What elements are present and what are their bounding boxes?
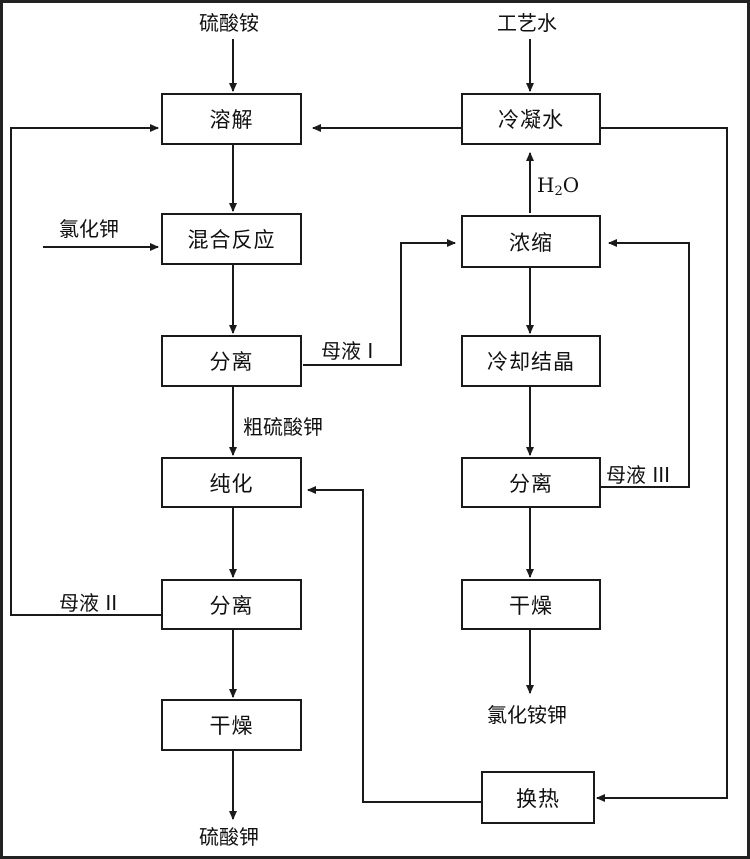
h2o-label: H2O (537, 175, 579, 198)
h2o-h: H (537, 173, 555, 197)
separation-2-box: 分离 (161, 579, 302, 630)
ammonium-potassium-chloride-label: 氯化铵钾 (487, 703, 567, 727)
arrow-ml3-to-concentrate (601, 239, 690, 488)
dry-left-box: 干燥 (161, 699, 302, 751)
arrow-ml2-to-dissolve (10, 124, 161, 616)
process-water-label: 工艺水 (497, 11, 557, 35)
condensate-box: 冷凝水 (461, 93, 601, 145)
h2o-subscript: 2 (554, 184, 563, 199)
separation-1-box: 分离 (161, 335, 302, 387)
mother-liquor-3-label: 母液 III (606, 463, 671, 487)
heat-exchange-box: 换热 (481, 771, 595, 824)
mother-liquor-2-label: 母液 II (59, 591, 118, 615)
arrow-ml1-to-concentrate (303, 239, 456, 366)
mother-liquor-1-label: 母液 I (321, 339, 374, 363)
h2o-o: O (562, 173, 580, 197)
arrow-condensate-to-heat (596, 127, 728, 802)
concentrate-box: 浓缩 (461, 215, 601, 268)
dry-right-box: 干燥 (461, 579, 601, 630)
potassium-sulfate-label: 硫酸钾 (199, 825, 259, 849)
purify-box: 纯化 (161, 457, 302, 508)
mix-reaction-box: 混合反应 (161, 213, 302, 265)
separation-3-box: 分离 (461, 457, 601, 508)
crude-potassium-sulfate-label: 粗硫酸钾 (243, 415, 323, 439)
ammonium-sulfate-label: 硫酸铵 (199, 11, 259, 35)
potassium-chloride-label: 氯化钾 (59, 217, 119, 241)
dissolve-box: 溶解 (161, 93, 302, 145)
cool-crystallize-box: 冷却结晶 (461, 335, 601, 387)
flow-arrows (10, 39, 728, 820)
arrow-heat-to-purify (307, 486, 481, 803)
